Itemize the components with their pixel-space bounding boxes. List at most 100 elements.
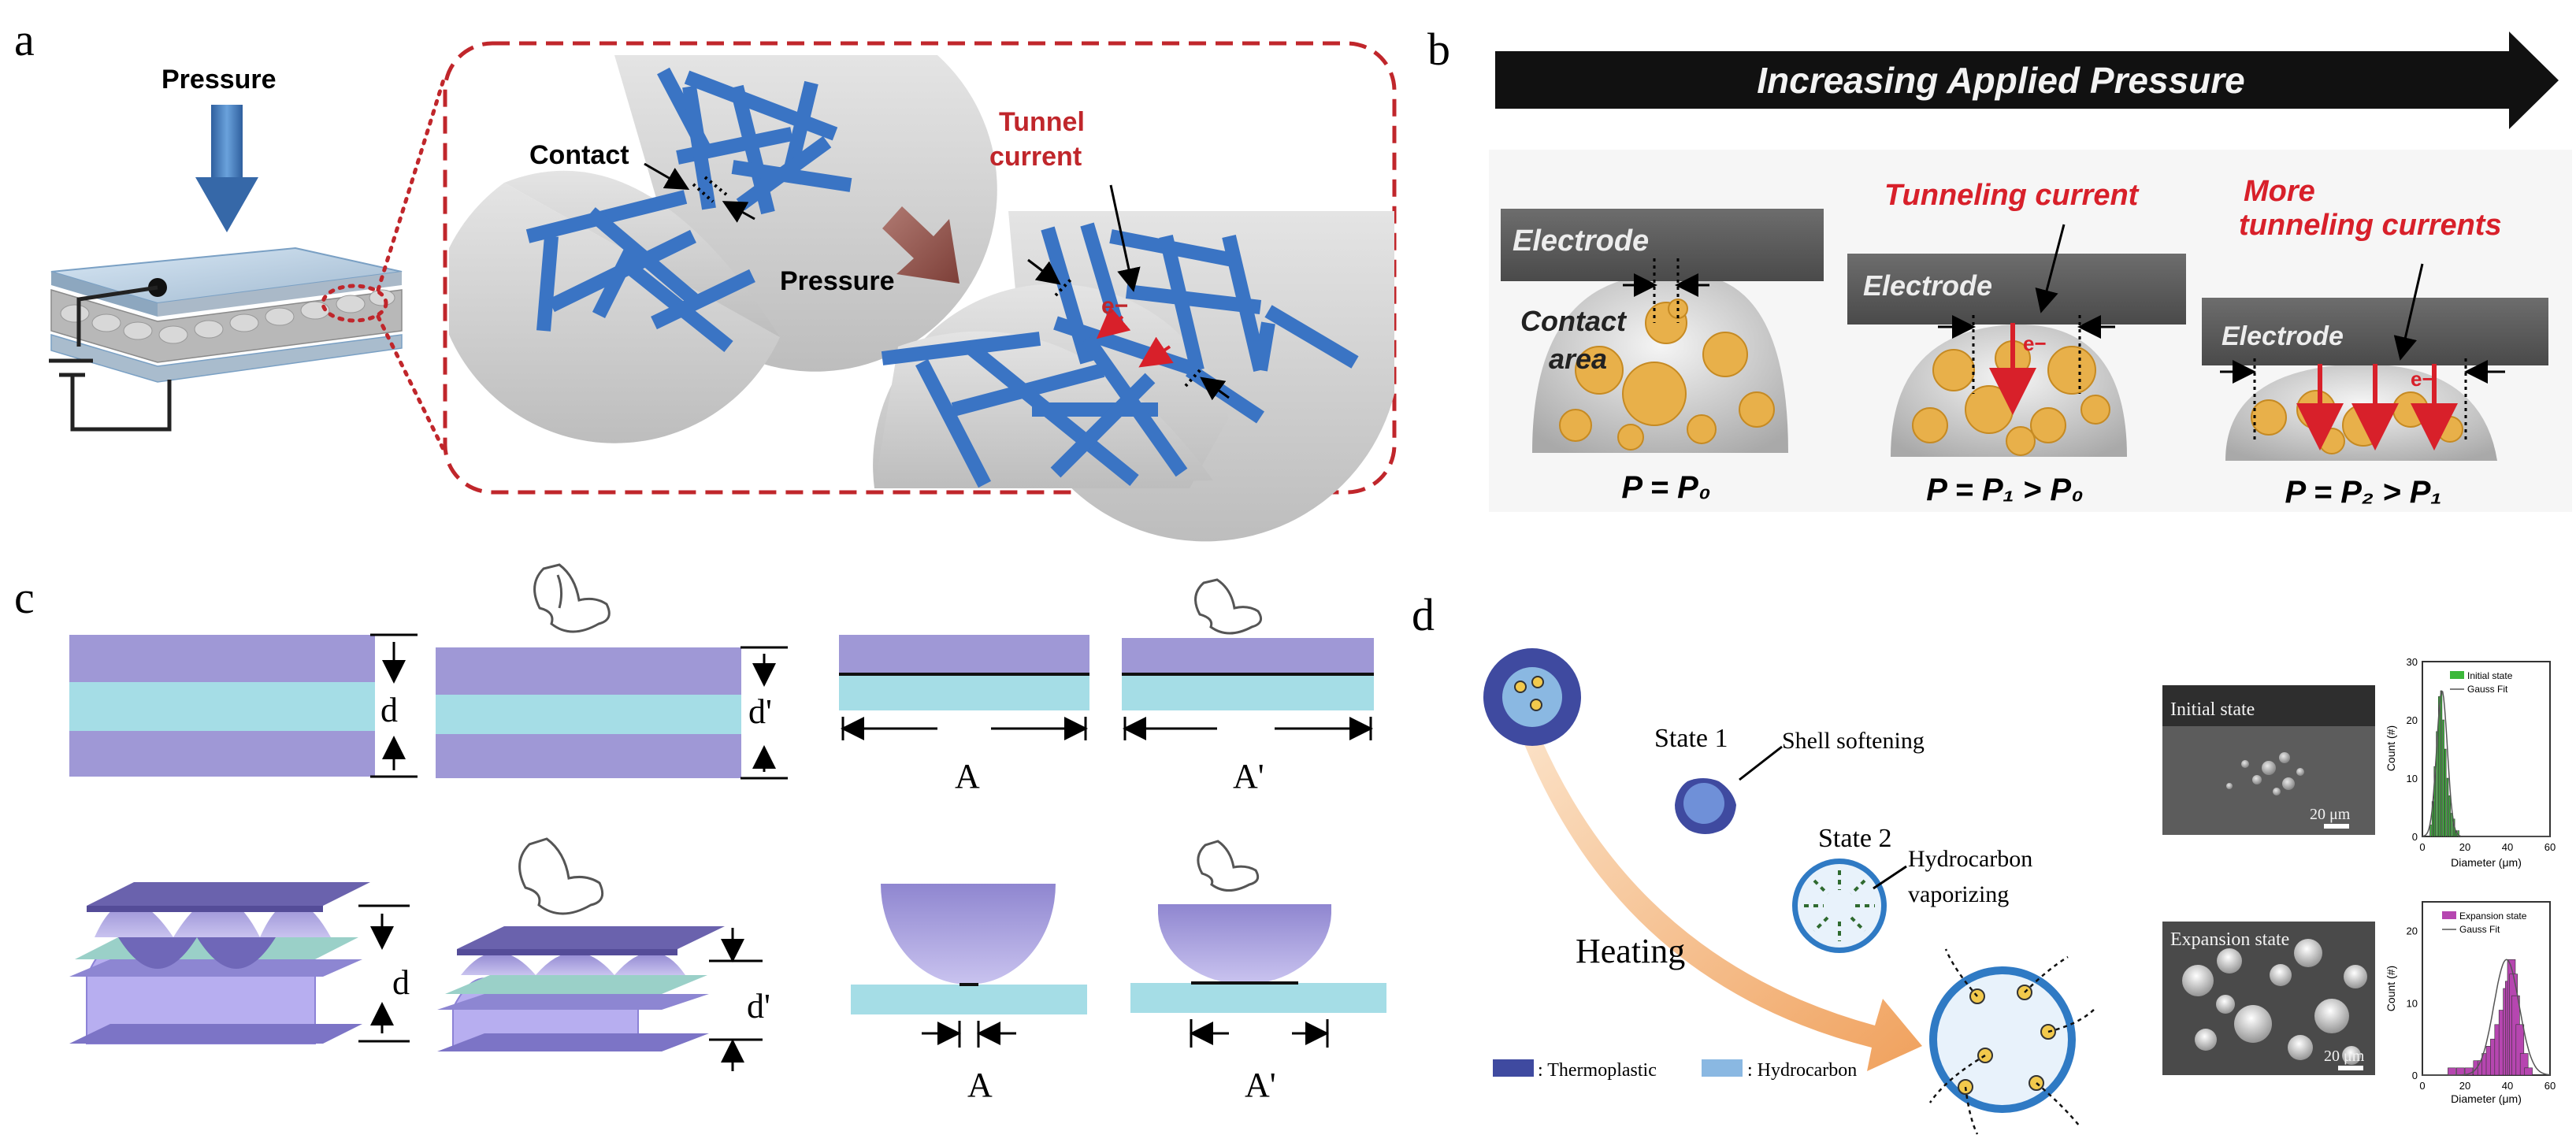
d-label: d <box>380 691 398 729</box>
y-tick-label: 0 <box>2412 1070 2418 1081</box>
layer-stack-compressed <box>436 647 741 778</box>
tunneling-current-label: Tunneling current <box>1884 179 2140 212</box>
hist1-xticks: 0 20 40 60 <box>2419 841 2556 853</box>
y-tick-label: 20 <box>2407 714 2418 726</box>
x-tick-label: 0 <box>2419 1080 2425 1092</box>
increasing-pressure-banner: Increasing Applied Pressure <box>1495 32 2559 129</box>
histogram-bar <box>2438 696 2441 837</box>
scale-bar <box>2338 1066 2363 1070</box>
finger-press-icon <box>1194 578 1263 635</box>
panel-a: a Pressure <box>14 14 1397 542</box>
banner-label: Increasing Applied Pressure <box>1757 60 2245 101</box>
more-tunneling-line1: More <box>2244 175 2315 208</box>
hist2-ylabel: Count (#) <box>2385 966 2397 1011</box>
panel-d-letter: d <box>1412 589 1435 640</box>
grain-pair-tunnel <box>873 184 1394 542</box>
zoom-callout <box>321 72 447 455</box>
legend-thermoplastic: : Thermoplastic <box>1538 1060 1657 1081</box>
pressure-p2: P = P₂ > P₁ <box>2285 475 2441 510</box>
heating-arrow-icon <box>1524 736 1922 1071</box>
area-prime-label: A' <box>1233 757 1264 796</box>
electrode-label-p1: Electrode <box>1863 269 1992 302</box>
panel-c: c d d' <box>14 563 1386 1104</box>
tunnel-label-line2: current <box>989 142 1082 172</box>
pressure-p0: P = P₀ <box>1621 470 1710 505</box>
hist2-gauss-fit <box>2422 959 2551 1076</box>
x-tick-label: 60 <box>2544 841 2556 853</box>
d-label-3d: d <box>392 963 410 1002</box>
panel-a-letter: a <box>14 14 35 65</box>
microsphere-state2-icon <box>1792 859 1887 953</box>
x-tick-label: 20 <box>2459 841 2470 853</box>
panel-b-letter: b <box>1427 24 1450 75</box>
hist1-legend-swatch <box>2450 671 2464 679</box>
sem-expansion-label: Expansion state <box>2170 929 2289 950</box>
y-tick-label: 10 <box>2407 997 2418 1009</box>
dome-contact-uncompressed <box>851 884 1087 1014</box>
histogram-bar <box>2436 731 2438 837</box>
electron-label-p1: e− <box>2023 332 2047 355</box>
area-plates-compressed <box>1122 638 1374 710</box>
microsphere-expanded-icon <box>1928 948 2096 1135</box>
microsphere-state1-icon <box>1675 778 1736 834</box>
x-tick-label: 0 <box>2419 841 2425 853</box>
x-tick-label: 40 <box>2502 841 2513 853</box>
finger-press-icon <box>533 563 611 633</box>
x-tick-label: 60 <box>2544 1080 2556 1092</box>
hist2-legend-b: Gauss Fit <box>2459 924 2500 935</box>
x-tick-label: 40 <box>2502 1080 2513 1092</box>
histogram-bar <box>2440 690 2443 837</box>
hydrocarbon-line1: Hydrocarbon <box>1908 846 2032 872</box>
more-tunneling-line2: tunneling currents <box>2239 209 2502 242</box>
pressure-label-zoom: Pressure <box>780 266 895 296</box>
histogram-bar <box>2444 748 2447 837</box>
microstructure-stack-uncompressed <box>69 882 370 1044</box>
shell-softening-label: Shell softening <box>1782 728 1925 754</box>
histogram-bar <box>2515 1024 2525 1076</box>
sem-image-expansion: Expansion state 20 μm <box>2162 922 2375 1075</box>
sem-image-initial: Initial state 20 μm <box>2162 685 2375 835</box>
finger-press-icon <box>518 837 604 915</box>
histogram-bar <box>2448 795 2452 837</box>
hydrocarbon-line2: vaporizing <box>1908 881 2009 907</box>
hist2-xlabel: Diameter (μm) <box>2451 1092 2522 1105</box>
grain-pair-contact <box>449 55 997 443</box>
pressure-arrow-icon <box>195 105 258 232</box>
histogram-bar <box>2433 766 2437 837</box>
electron-label: e− <box>1101 293 1128 319</box>
scale-bar-label: 20 μm <box>2324 1048 2365 1065</box>
layer-stack-uncompressed <box>69 635 375 777</box>
microsphere-initial-icon <box>1483 648 1581 746</box>
heating-label: Heating <box>1576 932 1685 970</box>
area-label-dome: A <box>967 1066 993 1104</box>
contact-area-line1: Contact <box>1520 305 1628 337</box>
hist1-ylabel: Count (#) <box>2385 725 2397 771</box>
y-tick-label: 30 <box>2407 656 2418 668</box>
scale-bar-label: 20 μm <box>2310 806 2351 823</box>
finger-press-icon <box>1197 840 1260 892</box>
pressure-sensor-stack <box>50 247 403 383</box>
tunnel-label-line1: Tunnel <box>999 107 1085 137</box>
area-prime-label-dome: A' <box>1245 1066 1276 1104</box>
area-label: A <box>955 757 980 796</box>
contact-area-line2: area <box>1549 343 1607 375</box>
y-tick-label: 10 <box>2407 773 2418 784</box>
panel-b: b Increasing Applied Pressure Electrode … <box>1427 24 2572 512</box>
microstructure-stack-compressed <box>437 926 725 1051</box>
histogram-bar <box>2519 1053 2529 1076</box>
histogram-bar <box>2442 719 2444 837</box>
area-plates-uncompressed <box>839 635 1089 710</box>
scale-bar <box>2324 824 2349 829</box>
legend-hydrocarbon: : Hydrocarbon <box>1747 1060 1857 1081</box>
histogram-bar <box>2446 777 2449 837</box>
hist1-legend-b: Gauss Fit <box>2467 684 2508 695</box>
stage-p2: Electrode More tunneling currents e− P =… <box>2202 175 2548 510</box>
state2-label: State 2 <box>1818 824 1891 853</box>
legend-hydrocarbon-swatch <box>1702 1059 1743 1077</box>
histogram-bar <box>2524 1067 2533 1076</box>
circuit-wire <box>49 278 172 432</box>
stage-p0: Electrode Contact area P = P₀ <box>1501 209 1824 505</box>
